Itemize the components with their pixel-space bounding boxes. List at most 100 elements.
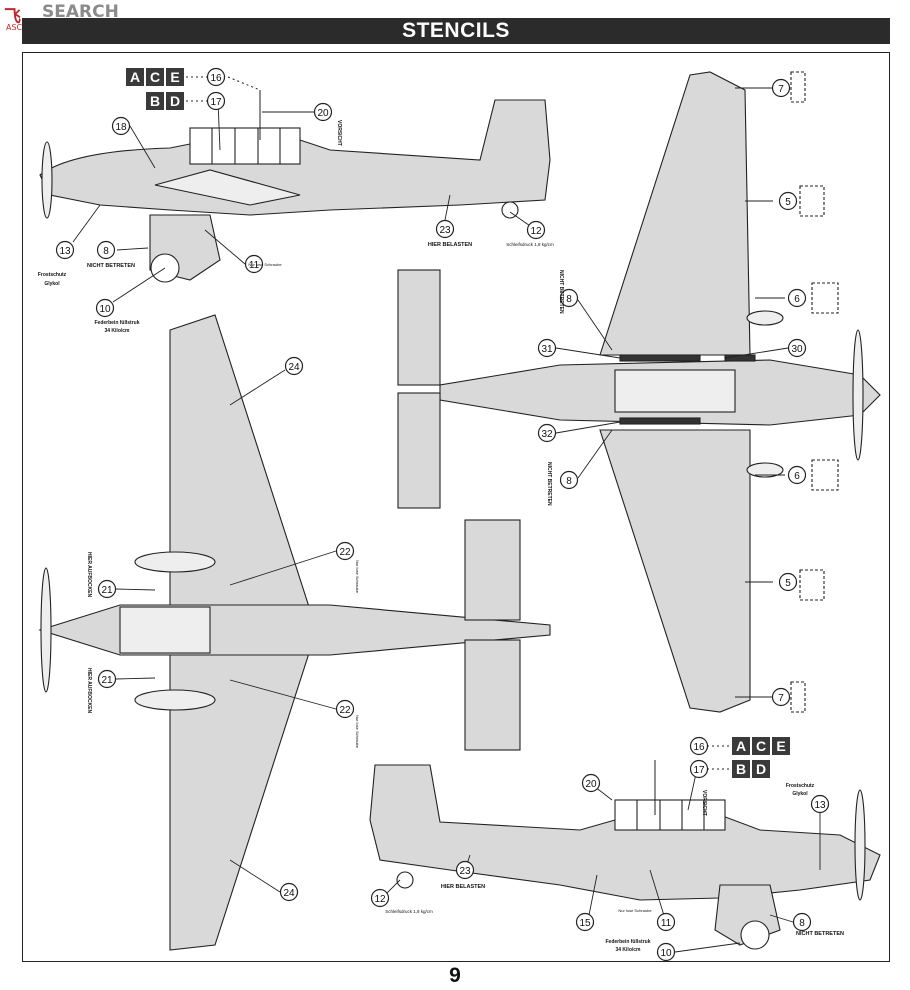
diagram-frame <box>22 52 890 962</box>
svg-text:22: 22 <box>339 547 351 558</box>
callouts: 16 17 20 18 13 8 11 10 23 12 7 5 6 6 5 7… <box>55 67 830 962</box>
svg-text:8: 8 <box>799 918 805 929</box>
svg-text:10: 10 <box>99 304 111 315</box>
callout-22: 22 <box>335 541 355 561</box>
callout-10: 10 <box>95 298 115 318</box>
callout-7b: 7 <box>771 687 791 707</box>
svg-text:8: 8 <box>103 246 109 257</box>
badge-group-ace-top: A C E <box>126 68 184 86</box>
label-nicht-betreten-v2: NICHT BETRETEN <box>546 462 552 506</box>
label-nicht-betreten: NICHT BETRETEN <box>87 263 135 269</box>
callout-13b: 13 <box>810 794 830 814</box>
svg-text:11: 11 <box>661 918 672 929</box>
placement-boxes <box>790 71 839 713</box>
callout-32: 32 <box>537 423 557 443</box>
badge-d-bottom: D <box>756 761 766 777</box>
label-glykol: Glykol <box>44 281 60 287</box>
callout-6: 6 <box>787 288 807 308</box>
svg-text:16: 16 <box>210 73 222 84</box>
svg-text:23: 23 <box>439 225 451 236</box>
svg-text:6: 6 <box>794 294 800 305</box>
badge-d: D <box>170 93 180 109</box>
page-title: STENCILS <box>22 18 890 44</box>
svg-text:20: 20 <box>585 779 597 790</box>
svg-text:16: 16 <box>693 742 705 753</box>
callout-15: 15 <box>575 912 595 932</box>
callout-17: 17 <box>206 91 226 111</box>
callout-20b: 20 <box>581 773 601 793</box>
stencil-labels: HIER BELASTEN NICHT BETRETEN Frostschutz… <box>38 120 844 953</box>
callout-23b: 23 <box>455 860 475 880</box>
watermark-logo: 飞 <box>4 7 21 27</box>
callout-22b: 22 <box>335 699 355 719</box>
label-hier-belasten-2: HIER BELASTEN <box>441 884 485 890</box>
badge-c-bottom: C <box>756 738 766 754</box>
label-federbein: Federbein füllstruk <box>94 320 139 326</box>
svg-text:17: 17 <box>693 765 705 776</box>
svg-text:23: 23 <box>459 866 471 877</box>
label-glykol-2: Glykol <box>792 791 808 797</box>
callout-17b: 17 <box>689 759 709 779</box>
svg-text:12: 12 <box>530 226 542 237</box>
svg-text:7: 7 <box>778 84 784 95</box>
callout-24: 24 <box>284 356 304 376</box>
callout-18: 18 <box>111 116 131 136</box>
svg-text:24: 24 <box>283 888 295 899</box>
label-federbein-value: 34 Kilo/cm <box>104 328 130 334</box>
leader-lines <box>186 76 730 770</box>
svg-text:21: 21 <box>101 675 113 686</box>
svg-text:17: 17 <box>210 97 222 108</box>
callout-5: 5 <box>778 191 798 211</box>
watermark-text: SEARCH <box>42 2 119 22</box>
callout-24b: 24 <box>279 882 299 902</box>
svg-text:13: 13 <box>59 246 71 257</box>
callout-30: 30 <box>787 338 807 358</box>
badge-group-bd-bottom: B D <box>732 760 770 778</box>
callout-5b: 5 <box>778 572 798 592</box>
svg-text:31: 31 <box>541 344 553 355</box>
callout-11b: 11 <box>656 912 676 932</box>
callout-31: 31 <box>537 338 557 358</box>
callout-6b: 6 <box>787 465 807 485</box>
svg-text:12: 12 <box>374 894 386 905</box>
label-federbein-value-2: 34 Kilo/cm <box>615 947 641 953</box>
callout-8b: 8 <box>559 288 579 308</box>
badge-a-bottom: A <box>736 738 746 754</box>
plan-view-bottom <box>38 314 551 951</box>
callout-10b: 10 <box>656 942 676 962</box>
svg-text:18: 18 <box>115 122 127 133</box>
label-vorsicht-2: VORSICHT <box>701 790 707 816</box>
label-vorsicht: VORSICHT <box>336 120 342 146</box>
badge-c: C <box>150 69 160 85</box>
badge-group-bd-top: B D <box>146 92 184 110</box>
callout-12b: 12 <box>370 888 390 908</box>
callout-8d: 8 <box>792 912 812 932</box>
svg-text:13: 13 <box>814 800 826 811</box>
label-hier-aufbocken-2: HIER AUFBOCKEN <box>86 668 92 713</box>
badge-a: A <box>130 69 140 85</box>
callout-11: 11 <box>244 254 264 274</box>
badge-e: E <box>170 69 179 85</box>
callout-21b: 21 <box>97 669 117 689</box>
svg-text:30: 30 <box>791 344 803 355</box>
label-federbein-2: Federbein füllstruk <box>605 939 650 945</box>
callout-8c: 8 <box>559 470 579 490</box>
side-view-left <box>39 90 551 283</box>
badge-b: B <box>150 93 160 109</box>
callout-8: 8 <box>96 240 116 260</box>
callout-16: 16 <box>206 67 226 87</box>
plan-view-top <box>397 71 881 713</box>
label-nur-lose-schraube-2: Nur lose Schraube <box>618 908 652 913</box>
svg-text:10: 10 <box>660 948 672 959</box>
svg-text:15: 15 <box>579 918 591 929</box>
label-nicht-betreten-2: NICHT BETRETEN <box>796 931 844 937</box>
callout-16b: 16 <box>689 736 709 756</box>
callout-7: 7 <box>771 78 791 98</box>
svg-text:6: 6 <box>794 471 800 482</box>
badge-group-ace-bottom: A C E <box>732 737 790 755</box>
label-nur-lose-schraube: Nur lose Schraube <box>248 262 282 267</box>
svg-text:22: 22 <box>339 705 351 716</box>
badge-b-bottom: B <box>736 761 746 777</box>
svg-text:5: 5 <box>785 578 791 589</box>
